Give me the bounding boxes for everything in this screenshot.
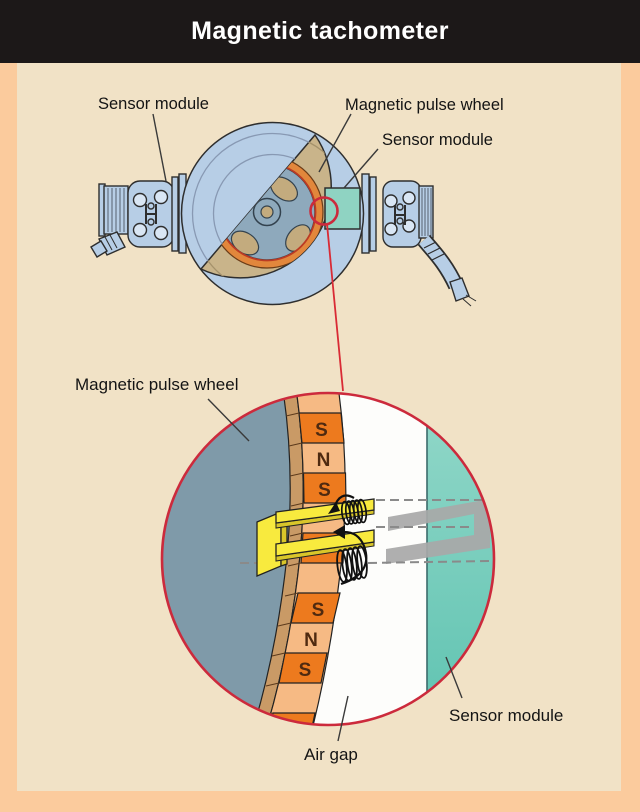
- page-title: Magnetic tachometer: [191, 17, 449, 45]
- magnet-letter: N: [304, 630, 318, 651]
- magnet-letter: S: [312, 600, 325, 621]
- left-yoke-bolt-hole: [132, 192, 148, 208]
- wheel-hub-bore: [260, 205, 274, 219]
- zoom-highlight-circle: [309, 196, 339, 226]
- label-magnetic-pulse-wheel-top: Magnetic pulse wheel: [345, 96, 504, 114]
- zoom-callout-line: [326, 223, 344, 392]
- label-air-gap: Air gap: [304, 745, 358, 764]
- magnet-letter: S: [299, 660, 312, 681]
- flux-arrowhead-top: [328, 502, 340, 514]
- right-yoke-bolt-hole: [384, 194, 398, 208]
- flux-arrowhead-bottom: [333, 525, 345, 539]
- left-flange-bar: [171, 176, 179, 252]
- pickup-coil-top: [340, 498, 368, 526]
- label-sensor-module-right: Sensor module: [382, 131, 493, 149]
- title-bar: Magnetic tachometer: [0, 0, 640, 63]
- overview-diagram: Sensor module Magnetic pulse wheel Senso…: [90, 95, 504, 392]
- left-cross-pin: [147, 218, 155, 226]
- label-sensor-module-zoom: Sensor module: [449, 706, 563, 725]
- zoom-detail-view: S N S S N S: [75, 375, 563, 764]
- leader-magnetic-pulse-wheel-top: [318, 113, 352, 173]
- left-yoke-bolt-hole: [132, 222, 148, 238]
- flux-arrow-bottom: [340, 530, 368, 586]
- leader-sensor-module-left: [152, 113, 167, 182]
- right-shaft-coupling: [361, 173, 477, 307]
- left-joint-cross: [145, 204, 157, 224]
- left-cross-pin: [147, 202, 155, 210]
- leader-sensor-module-zoom: [445, 656, 463, 699]
- left-nozzle-tip: [90, 240, 108, 258]
- magnet-letter: S: [315, 420, 328, 441]
- magnet-letter: N: [317, 450, 331, 471]
- left-yoke-bolt-hole: [153, 189, 169, 205]
- right-cross-pin: [396, 217, 404, 225]
- projection-dashes: [367, 499, 492, 564]
- housing-face-contours: [191, 132, 315, 270]
- zoom-circle-outline: [160, 391, 496, 727]
- leader-air-gap: [337, 695, 349, 742]
- leader-magnetic-pulse-wheel-zoom: [207, 398, 250, 442]
- label-magnetic-pulse-wheel-zoom: Magnetic pulse wheel: [75, 375, 238, 394]
- magnet-side-ribs: [259, 412, 305, 717]
- left-shaft-coupling: [90, 173, 187, 258]
- left-yoke-bolt-hole: [153, 225, 169, 241]
- cable-frayed-end: [449, 277, 470, 302]
- right-yoke-bolt-hole: [402, 191, 416, 205]
- label-sensor-module-left: Sensor module: [98, 95, 209, 113]
- fork-ghost-silhouette: [386, 499, 490, 564]
- leader-sensor-module-right: [343, 148, 379, 189]
- right-cross-pin: [396, 203, 404, 211]
- right-joint-cross: [394, 205, 406, 225]
- magnet-letter: S: [318, 480, 331, 501]
- right-flange-bar: [369, 176, 377, 252]
- pulse-wheel-body: [162, 393, 291, 725]
- right-yoke-bolt-hole: [384, 222, 398, 236]
